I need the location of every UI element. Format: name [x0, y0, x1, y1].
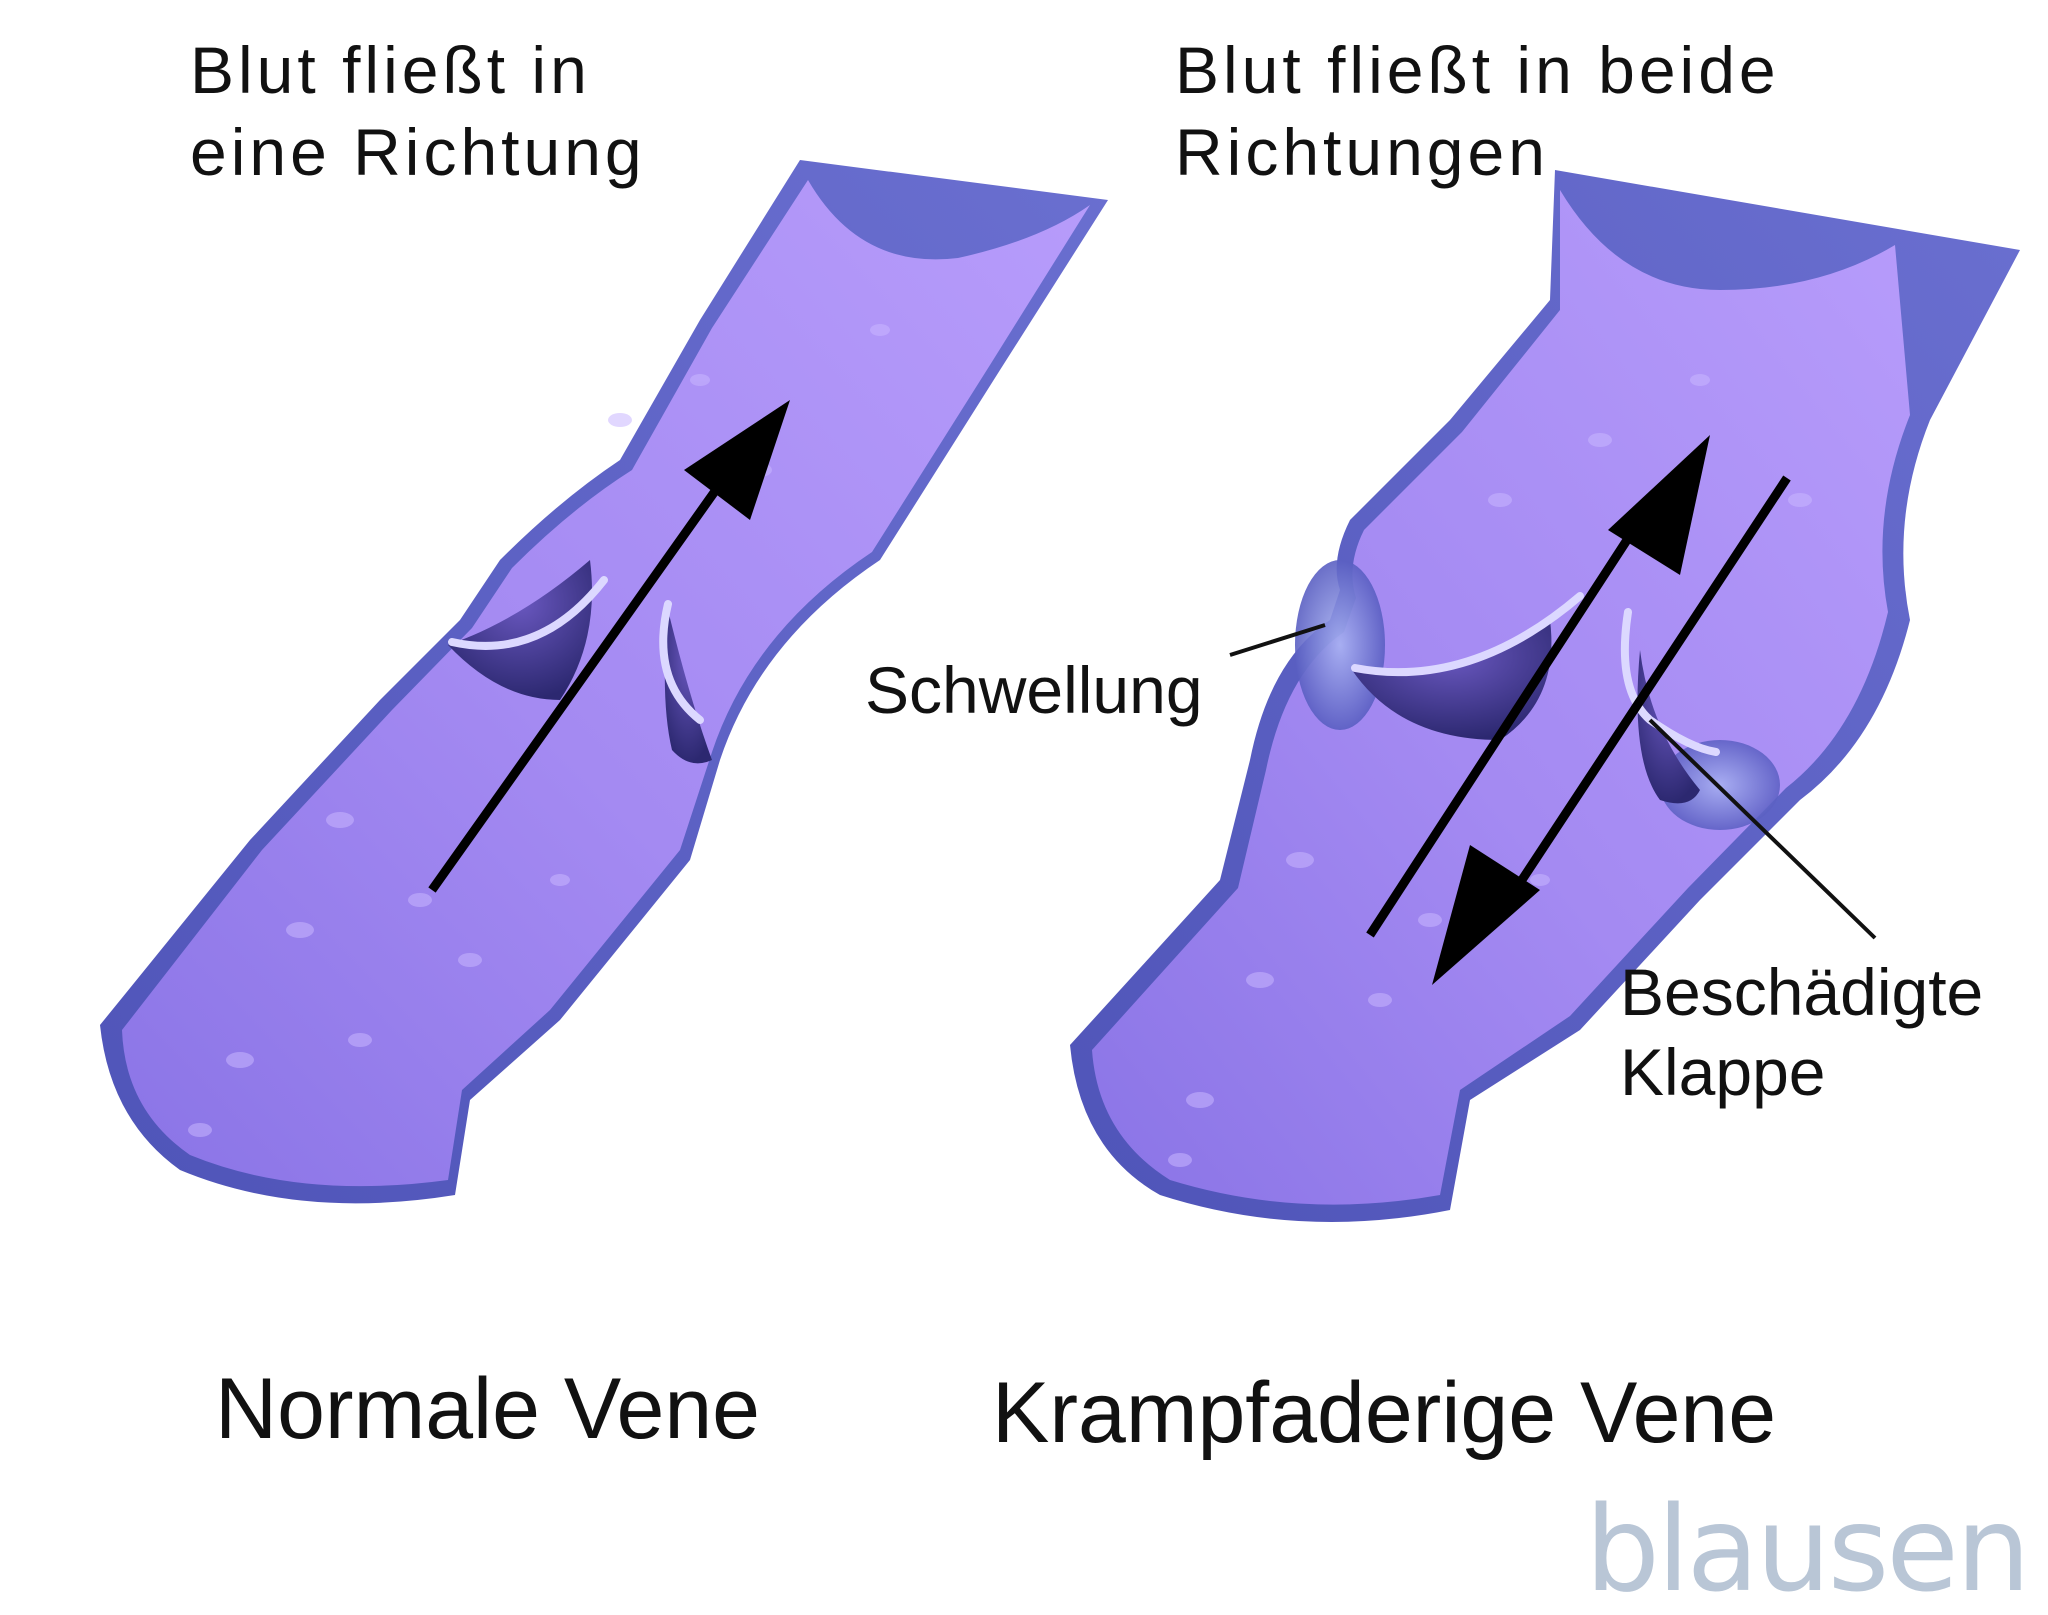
varicose-flow-arrow-up-shaft	[1366, 517, 1644, 938]
normal-flow-arrow-head	[684, 400, 790, 520]
normal-vein	[100, 160, 1108, 1204]
normal-vein-texture	[188, 324, 890, 1137]
swelling-label: Schwellung	[865, 653, 1203, 727]
varicose-bulge-left	[1295, 560, 1385, 730]
varicose-heading-line2: Richtungen	[1175, 115, 1549, 189]
varicose-vein-texture	[1168, 374, 1812, 1167]
blausen-logo: blausen	[1585, 1480, 2028, 1615]
swelling-leader-line	[1229, 623, 1326, 657]
varicose-flow-arrow-up-head	[1608, 435, 1710, 575]
normal-valve-flap-right	[659, 600, 704, 724]
varicose-valve-flap-right	[1620, 608, 1720, 756]
normal-vein-lumen	[122, 180, 1090, 1187]
normal-valve-pocket-left	[448, 560, 592, 700]
varicose-heading-line1: Blut fließt in beide	[1175, 33, 1780, 107]
normal-valve-flap-left	[448, 576, 608, 650]
damaged-valve-label-line2: Klappe	[1620, 1035, 1826, 1109]
normal-vein-caption: Normale Vene	[215, 1361, 760, 1457]
varicose-valve-flap-left	[1351, 592, 1584, 677]
varicose-flow-arrow-down-shaft	[1506, 475, 1791, 901]
normal-heading-line2: eine Richtung	[190, 115, 646, 189]
varicose-flow-arrow-down-head	[1432, 845, 1540, 985]
varicose-vein-caption: Krampfaderige Vene	[992, 1365, 1776, 1461]
varicose-bulge-right	[1660, 740, 1780, 830]
damaged-valve-leader-line	[1648, 718, 1877, 940]
varicose-valve-pocket-right	[1637, 650, 1700, 804]
normal-heading-line1: Blut fließt in	[190, 33, 591, 107]
damaged-valve-label-line1: Beschädigte	[1620, 955, 1983, 1029]
varicose-vein	[1070, 170, 2020, 1222]
normal-flow-arrow-shaft	[428, 467, 734, 893]
normal-valve-pocket-right	[664, 610, 712, 764]
